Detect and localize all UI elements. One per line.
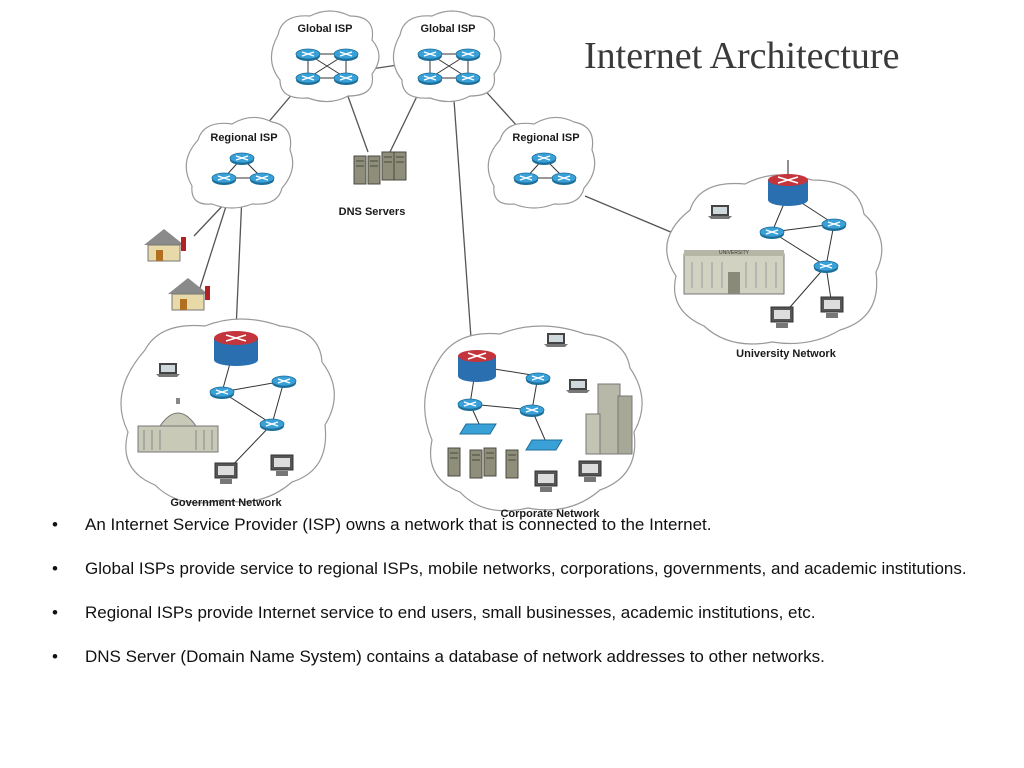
university-building-icon: UNIVERSITY (683, 250, 785, 295)
bullet-item: • An Internet Service Provider (ISP) owns… (50, 513, 1000, 536)
laptop-icon (156, 363, 180, 377)
bullet-list: • An Internet Service Provider (ISP) owns… (50, 513, 1000, 689)
router-icon (295, 48, 321, 62)
bullet-text: An Internet Service Provider (ISP) owns … (85, 515, 712, 534)
router-icon (333, 48, 359, 62)
bullet-marker: • (52, 515, 58, 534)
core-router-icon (458, 350, 496, 382)
router-icon (551, 172, 577, 186)
regional-isp-left-cloud: Regional ISP (185, 116, 294, 209)
bullet-item: • Global ISPs provide service to regional… (50, 557, 1000, 580)
router-icon (821, 218, 847, 232)
router-icon (211, 172, 237, 186)
government-network-label: Government Network (170, 497, 282, 509)
router-icon (455, 48, 481, 62)
dns-servers: DNS Servers (339, 151, 407, 218)
dns-servers-label: DNS Servers (339, 206, 406, 218)
slide-title: Internet Architecture (584, 35, 900, 77)
office-building-icon (585, 383, 633, 455)
bullet-text: Regional ISPs provide Internet service t… (85, 603, 816, 622)
global-isp-left-label: Global ISP (297, 23, 352, 35)
bullet-marker: • (52, 647, 58, 666)
server-icon (393, 151, 407, 181)
server-icon (353, 155, 367, 185)
router-icon (417, 48, 443, 62)
bullet-marker: • (52, 559, 58, 578)
server-icon (469, 449, 483, 479)
router-icon (259, 418, 285, 432)
router-icon (519, 404, 545, 418)
bullet-text: DNS Server (Domain Name System) contains… (85, 647, 825, 666)
global-isp-right-label: Global ISP (420, 23, 475, 35)
router-icon (271, 375, 297, 389)
home-icon (143, 228, 187, 262)
router-icon (417, 72, 443, 86)
router-icon (249, 172, 275, 186)
laptop-icon (544, 333, 568, 347)
global-isp-right-cloud: Global ISP (392, 10, 502, 103)
regional-isp-right-label: Regional ISP (512, 132, 579, 144)
bullet-text: Global ISPs provide service to regional … (85, 559, 967, 578)
global-isp-left-cloud: Global ISP (270, 10, 380, 103)
router-icon (333, 72, 359, 86)
server-icon (483, 447, 497, 477)
laptop-icon (566, 379, 590, 393)
regional-isp-left-label: Regional ISP (210, 132, 277, 144)
router-icon (295, 72, 321, 86)
corporate-network-label: Corporate Network (500, 508, 600, 520)
router-icon (457, 398, 483, 412)
server-icon (505, 449, 519, 479)
bullet-item: • Regional ISPs provide Internet service … (50, 601, 1000, 624)
regional-isp-right-cloud: Regional ISP (487, 116, 596, 209)
router-icon (813, 260, 839, 274)
wireless-router-icon (209, 386, 235, 400)
wireless-router-icon (525, 372, 551, 386)
router-icon (513, 172, 539, 186)
bullet-item: • DNS Server (Domain Name System) contain… (50, 645, 1000, 668)
router-icon (531, 152, 557, 166)
university-network-cloud: UNIVERSITY University Network (666, 174, 883, 360)
home-icon (167, 277, 211, 311)
router-icon (455, 72, 481, 86)
government-network-cloud: Government Network (120, 318, 335, 509)
wireless-router-icon (759, 226, 785, 240)
router-icon (229, 152, 255, 166)
university-sign: UNIVERSITY (719, 250, 750, 256)
server-icon (367, 155, 381, 185)
internet-architecture-diagram: Global ISP Global ISP Regional ISP Regio… (120, 10, 883, 520)
government-building-icon (137, 398, 219, 453)
server-icon (381, 151, 395, 181)
switch-icon (459, 423, 563, 451)
corporate-network-cloud: Corporate Network (424, 325, 643, 520)
core-router-icon (214, 331, 258, 366)
laptop-icon (708, 205, 732, 219)
university-network-label: University Network (736, 348, 837, 360)
core-router-icon (768, 174, 808, 206)
server-icon (447, 447, 461, 477)
bullet-marker: • (52, 603, 58, 622)
